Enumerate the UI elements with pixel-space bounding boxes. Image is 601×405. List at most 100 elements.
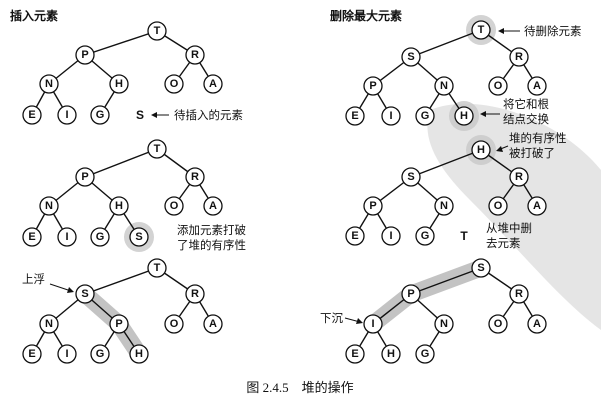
delete-step3-tree: S P R I N O A E H G 下沉 [320, 258, 547, 364]
heap-node: O [164, 74, 184, 94]
svg-text:P: P [81, 49, 88, 61]
annotation-breaks-order-line2: 了堆的有序性 [177, 238, 246, 252]
left-arrow-icon [480, 111, 500, 117]
svg-text:G: G [421, 230, 430, 242]
svg-text:S: S [407, 171, 414, 183]
down-right-arrow-icon [344, 317, 363, 324]
svg-text:R: R [515, 288, 523, 300]
svg-text:A: A [533, 80, 541, 92]
annotation-removed-line2: 去元素 [486, 237, 521, 250]
heap-node: E [22, 227, 42, 247]
heap-node: S [401, 167, 421, 187]
down-right-arrow-icon [49, 283, 74, 293]
heap-node: O [488, 196, 508, 216]
svg-text:I: I [389, 110, 392, 122]
heap-node: A [203, 314, 223, 334]
heap-node: O [488, 76, 508, 96]
svg-text:H: H [460, 110, 468, 122]
svg-text:O: O [494, 200, 503, 212]
heap-node: A [203, 196, 223, 216]
annotation-order-broken-line2: 被打破了 [509, 146, 555, 160]
heap-node: H [129, 344, 149, 364]
svg-text:A: A [209, 318, 217, 330]
heap-node: O [164, 314, 184, 334]
insert-step1-tree: T P R N H O A E I G S 待插入的元素 [22, 21, 243, 125]
heap-node: P [363, 76, 383, 96]
heap-node: G [415, 226, 435, 246]
svg-text:E: E [351, 348, 358, 360]
svg-text:O: O [494, 80, 503, 92]
svg-text:P: P [369, 80, 376, 92]
svg-text:R: R [191, 288, 199, 300]
sink-path-highlight [364, 259, 490, 333]
heap-node: O [488, 314, 508, 334]
heap-node: I [57, 344, 77, 364]
svg-text:P: P [407, 288, 414, 300]
svg-text:E: E [28, 109, 35, 121]
svg-text:N: N [440, 200, 448, 212]
svg-text:A: A [533, 200, 541, 212]
svg-text:O: O [170, 318, 179, 330]
heap-node: H [471, 140, 491, 160]
svg-text:P: P [115, 318, 122, 330]
heap-node: G [90, 105, 110, 125]
left-arrow-icon [496, 145, 509, 152]
heap-node: T [147, 258, 167, 278]
svg-text:T: T [154, 25, 161, 37]
heap-node: E [22, 344, 42, 364]
heap-node: R [509, 47, 529, 67]
svg-text:O: O [170, 78, 179, 90]
heap-node: A [527, 196, 547, 216]
insert-step3-tree: T S R N P O A E I G H 上浮 [22, 258, 223, 364]
svg-text:E: E [351, 230, 358, 242]
heap-node: E [345, 344, 365, 364]
svg-text:A: A [533, 318, 541, 330]
svg-text:N: N [45, 318, 53, 330]
annotation-pending-element: 待插入的元素 [174, 108, 243, 122]
svg-text:N: N [45, 200, 53, 212]
heap-node: H [109, 74, 129, 94]
heap-node: T [147, 21, 167, 41]
svg-text:T: T [154, 262, 161, 274]
insert-step2-tree: T P R N H O A E I G S 添加元素打破 了堆的有序性 [22, 139, 246, 252]
heap-node: G [90, 227, 110, 247]
svg-text:R: R [515, 51, 523, 63]
svg-text:S: S [477, 262, 484, 274]
heap-node: R [185, 167, 205, 187]
svg-text:R: R [191, 49, 199, 61]
annotation-order-broken-line1: 堆的有序性 [509, 131, 567, 145]
heap-node: T [147, 139, 167, 159]
heap-node: S [129, 227, 149, 247]
left-arrow-icon [151, 112, 169, 118]
svg-text:P: P [81, 171, 88, 183]
svg-text:O: O [170, 200, 179, 212]
annotation-sink: 下沉 [320, 312, 343, 325]
svg-text:G: G [96, 109, 105, 121]
heap-node: N [39, 314, 59, 334]
svg-text:A: A [209, 200, 217, 212]
heap-node: H [109, 196, 129, 216]
svg-text:S: S [81, 288, 88, 300]
delete-step2-tree: H S R P N O A E I G T 堆的有序性 被打破了 从堆中删 去元… [345, 131, 567, 250]
pending-key: S [136, 108, 144, 122]
svg-text:I: I [65, 348, 68, 360]
heap-node: G [415, 106, 435, 126]
svg-text:G: G [421, 110, 430, 122]
heap-node: T [471, 20, 491, 40]
annotation-swap-line1: 将它和根 [503, 97, 549, 111]
svg-text:R: R [515, 171, 523, 183]
svg-text:G: G [96, 348, 105, 360]
heap-node: H [454, 106, 474, 126]
svg-text:I: I [371, 318, 374, 330]
svg-text:E: E [351, 110, 358, 122]
heap-node: P [109, 314, 129, 334]
heap-node: S [75, 284, 95, 304]
annotation-swim: 上浮 [22, 273, 45, 286]
heap-node: I [363, 314, 383, 334]
svg-text:N: N [440, 318, 448, 330]
heap-node: S [471, 258, 491, 278]
annotation-removed-line1: 从堆中删 [486, 222, 532, 235]
svg-text:A: A [209, 78, 217, 90]
left-arrow-icon [498, 28, 520, 34]
